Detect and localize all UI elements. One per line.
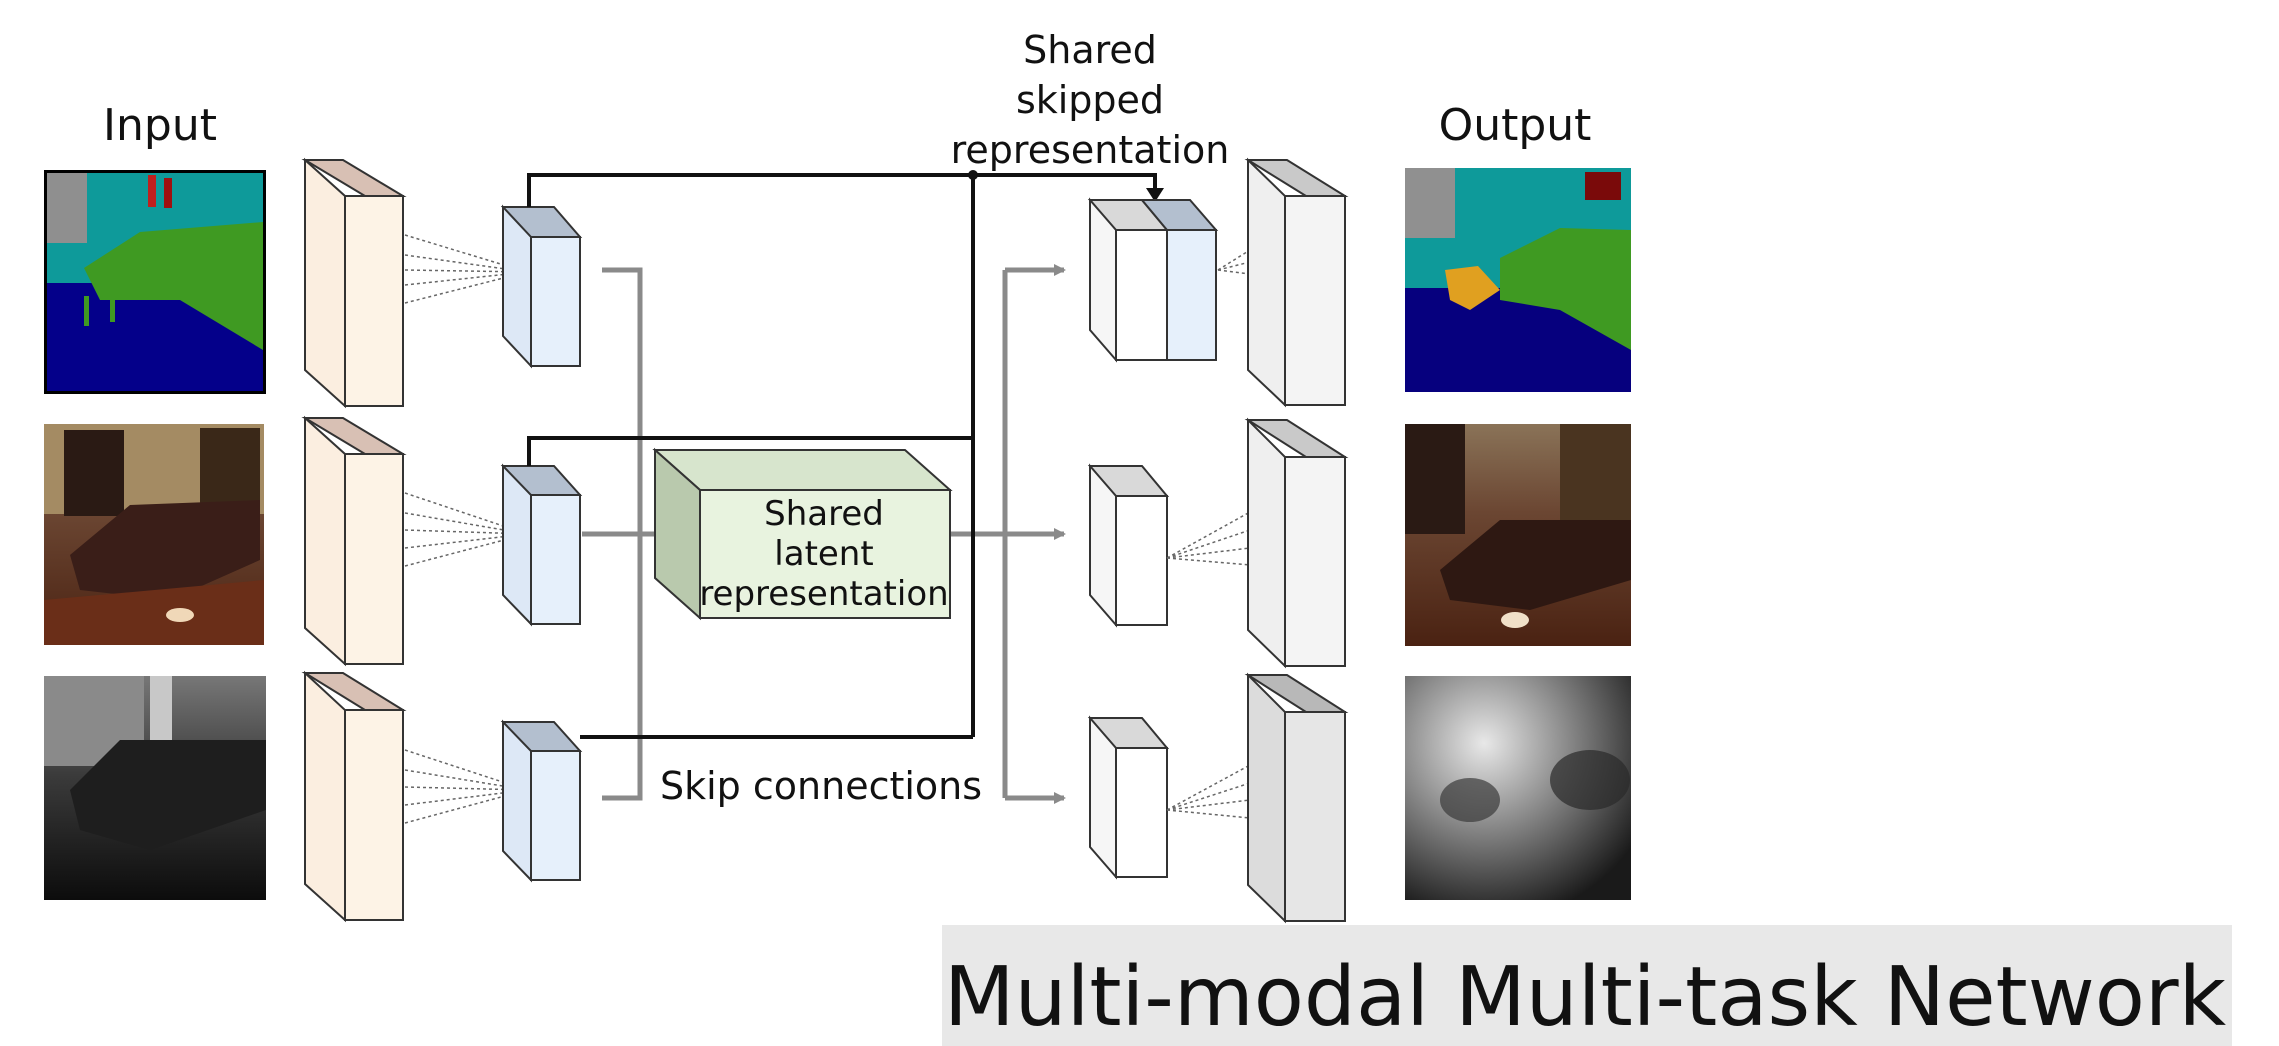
- decoder-output-block-depth: [1244, 672, 1349, 924]
- output-label: Output: [1439, 100, 1592, 151]
- shared-skip-junction: [968, 170, 978, 180]
- page-title: Multi-modal Multi-task Network: [944, 950, 2227, 1045]
- output-depth-image: [1405, 676, 1631, 900]
- shared-skipped-label-2: skipped: [1016, 78, 1164, 122]
- skip-connection-lines: [582, 264, 1066, 804]
- output-rgb-image: [1405, 424, 1631, 646]
- shared-latent-box: [652, 447, 953, 621]
- decoder-upsample-block-rgb: [1087, 463, 1170, 628]
- shared-skip-arrowhead: [1146, 188, 1164, 202]
- shared-skip-lines: [527, 173, 1157, 739]
- output-segmentation-image: [1405, 168, 1631, 392]
- decoder-upsample-block-depth: [1087, 715, 1170, 880]
- skip-connections-label: Skip connections: [660, 764, 982, 808]
- shared-latent-label-2: latent: [774, 534, 873, 574]
- bottleneck-block-segmentation: [500, 204, 583, 369]
- shared-skipped-label-3: representation: [951, 128, 1230, 172]
- bottleneck-block-rgb: [500, 463, 583, 627]
- input-label: Input: [103, 100, 217, 151]
- bottleneck-block-depth: [500, 719, 583, 883]
- shared-latent-label-1: Shared: [764, 494, 884, 534]
- shared-latent-label-3: representation: [699, 574, 948, 614]
- input-rgb-image: [44, 424, 264, 645]
- encoder-block-rgb: [301, 415, 407, 667]
- encoder-block-depth: [301, 670, 407, 923]
- input-depth-image: [44, 676, 266, 900]
- shared-skipped-label-1: Shared: [1023, 28, 1157, 72]
- input-segmentation-image: [44, 170, 266, 394]
- decoder-output-block-segmentation: [1244, 157, 1349, 408]
- decoder-fan-lines: [1166, 249, 1251, 819]
- title-band: [942, 925, 2232, 1046]
- decoder-output-block-rgb: [1244, 417, 1349, 669]
- decoder-upsample-block-segmentation: [1087, 197, 1219, 363]
- encoder-block-segmentation: [301, 157, 407, 409]
